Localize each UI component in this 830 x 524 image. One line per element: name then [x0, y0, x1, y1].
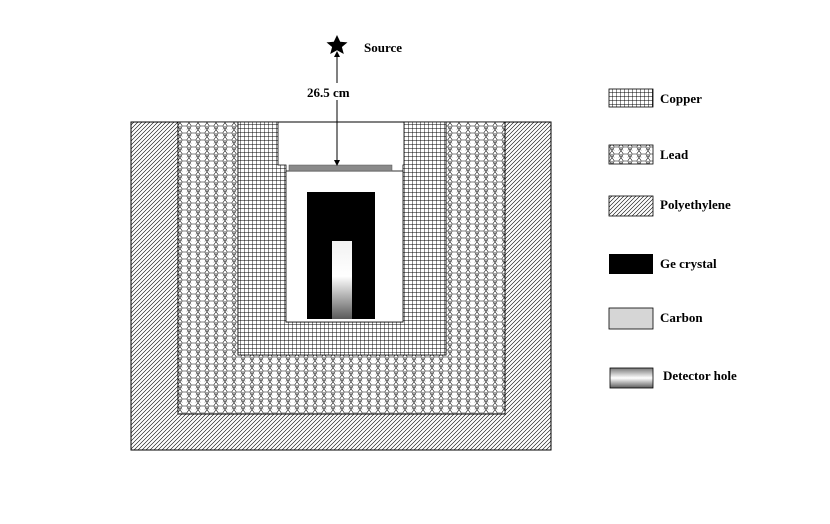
legend-swatch-polyethylene	[608, 195, 654, 217]
legend-item-hole: Detector hole	[609, 367, 737, 389]
legend-label-ge: Ge crystal	[660, 256, 717, 271]
legend-swatch-hole	[609, 367, 654, 389]
legend-label-lead: Lead	[660, 147, 689, 162]
legend: Copper Lead Polyethylene Ge crystal Carb…	[608, 88, 737, 389]
source-label: Source	[364, 40, 402, 55]
entrance-window	[288, 164, 393, 172]
legend-item-lead: Lead	[608, 144, 689, 165]
legend-swatch-copper	[608, 88, 654, 108]
legend-item-copper: Copper	[608, 88, 702, 108]
legend-swatch-lead	[608, 144, 654, 165]
legend-item-polyethylene: Polyethylene	[608, 195, 731, 217]
legend-label-hole: Detector hole	[663, 368, 737, 383]
legend-swatch-ge	[609, 254, 653, 274]
legend-item-ge: Ge crystal	[609, 254, 717, 274]
legend-label-carbon: Carbon	[660, 310, 703, 325]
legend-label-copper: Copper	[660, 91, 702, 106]
distance-label: 26.5 cm	[307, 85, 350, 100]
legend-swatch-carbon	[608, 307, 654, 330]
copper-shield	[237, 121, 447, 356]
star-icon	[326, 35, 348, 54]
detector-hole	[332, 241, 352, 319]
legend-item-carbon: Carbon	[608, 307, 703, 330]
legend-label-polyethylene: Polyethylene	[660, 197, 731, 212]
